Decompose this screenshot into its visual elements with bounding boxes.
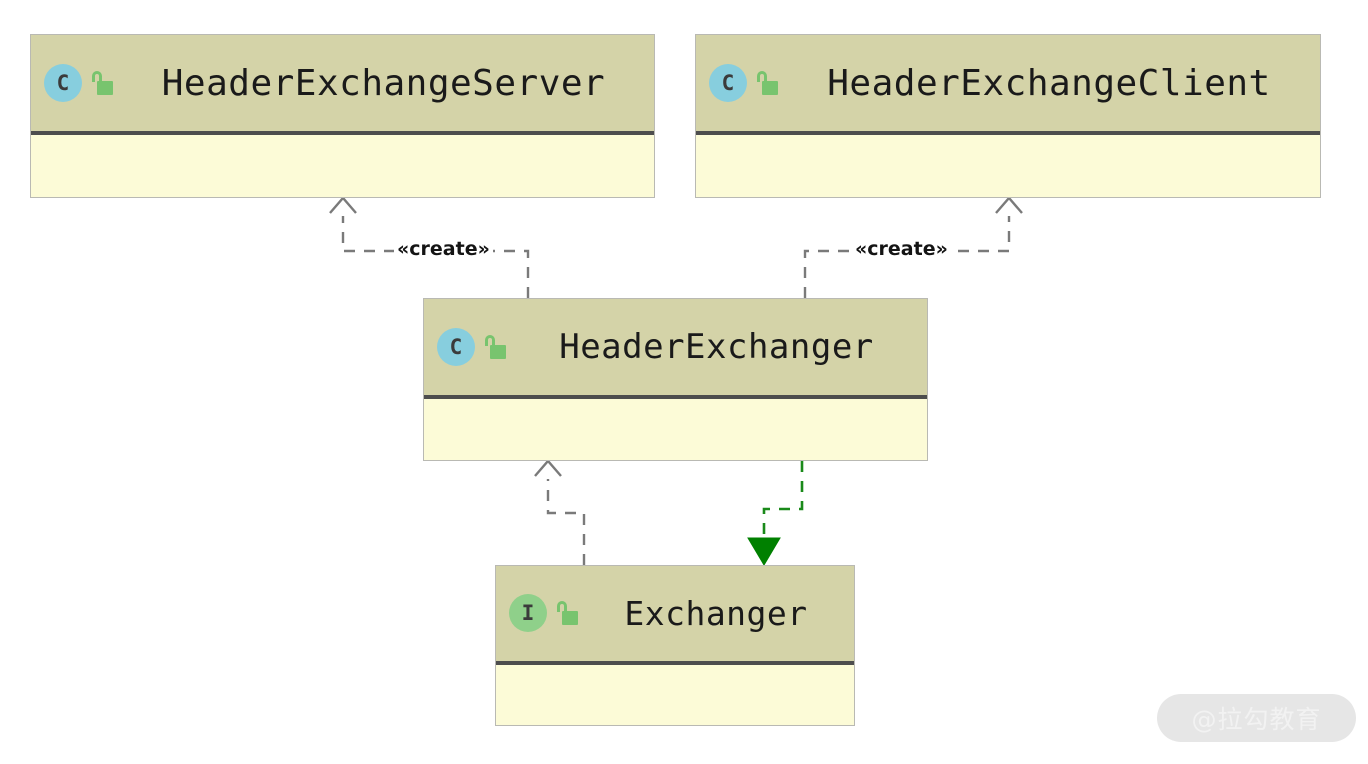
class-node-header-exchange-server[interactable]: C HeaderExchangeServer — [30, 34, 655, 198]
unlocked-padlock-icon — [484, 334, 506, 359]
edge-header-exchanger-implements-exchanger — [747, 461, 804, 566]
class-header: C HeaderExchangeServer — [31, 35, 654, 136]
class-node-header-exchanger[interactable]: C HeaderExchanger — [423, 298, 928, 461]
class-header: C HeaderExchanger — [424, 299, 927, 399]
class-name: HeaderExchanger — [559, 326, 874, 367]
interface-header: I Exchanger — [496, 566, 854, 665]
edge-exchanger-to-header-exchanger — [534, 459, 586, 565]
unlocked-padlock-icon — [556, 601, 578, 626]
watermark: @拉勾教育 — [1157, 694, 1356, 742]
class-name: HeaderExchangeClient — [827, 62, 1271, 104]
class-members-compartment — [696, 135, 1320, 197]
unlocked-padlock-icon — [756, 71, 778, 96]
edge-create-server — [329, 196, 530, 298]
interface-members-compartment — [496, 664, 854, 725]
class-members-compartment — [31, 135, 654, 197]
class-name: HeaderExchangeServer — [161, 62, 606, 104]
edge-label-create-server: «create» — [394, 238, 493, 260]
edge-label-create-client: «create» — [852, 238, 951, 260]
class-header: C HeaderExchangeClient — [696, 35, 1320, 136]
class-badge-icon: C — [709, 64, 747, 103]
interface-node-exchanger[interactable]: I Exchanger — [495, 565, 855, 726]
class-members-compartment — [424, 398, 927, 460]
class-node-header-exchange-client[interactable]: C HeaderExchangeClient — [695, 34, 1321, 198]
interface-badge-icon: I — [509, 594, 547, 633]
unlocked-padlock-icon — [91, 71, 113, 96]
class-badge-icon: C — [437, 327, 475, 366]
class-badge-icon: C — [44, 64, 82, 103]
interface-name: Exchanger — [624, 593, 808, 633]
